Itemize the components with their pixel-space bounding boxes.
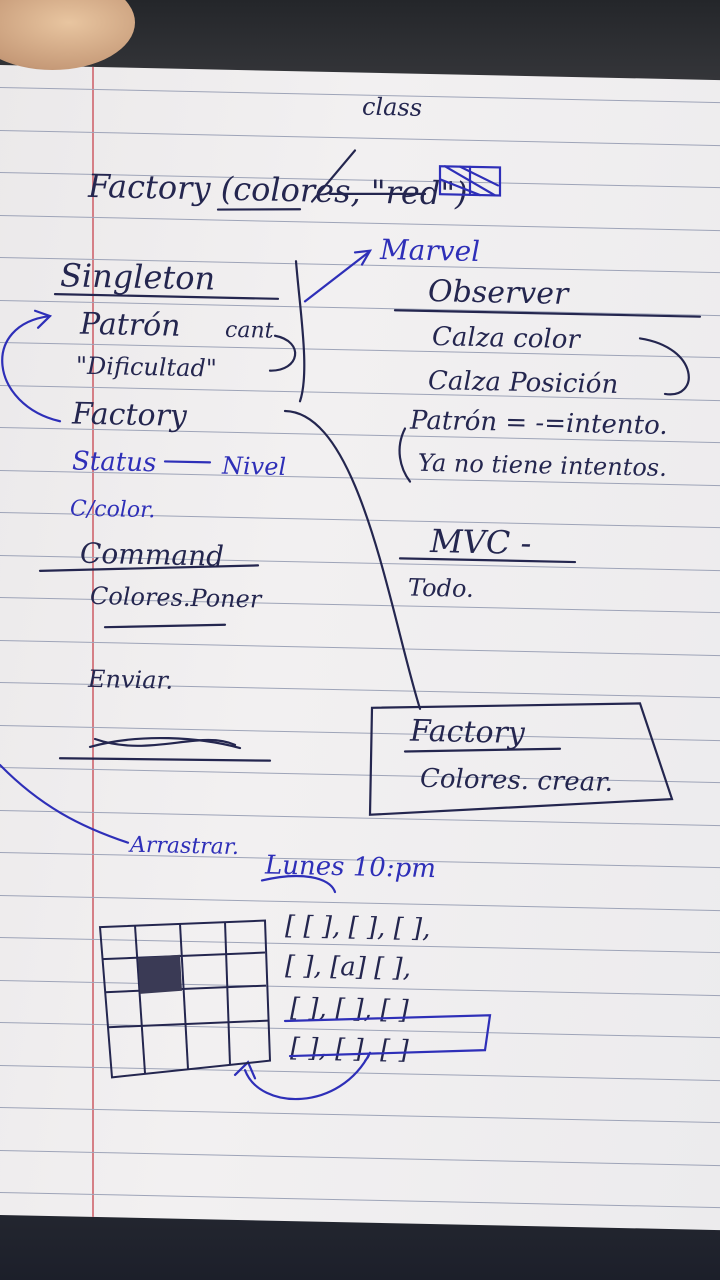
underline-colores — [216, 208, 302, 211]
mvc-underline — [398, 557, 577, 564]
factory-box-border — [368, 702, 674, 816]
grid-line-v3 — [224, 921, 231, 1065]
calza-connector — [638, 337, 690, 396]
notebook-page: Factory (colores, "red") class Singleton… — [0, 65, 720, 1231]
grid-line-h2 — [104, 984, 267, 994]
factory-box-title-underline — [403, 747, 562, 753]
cant-curl — [268, 334, 297, 372]
red-strike — [328, 192, 427, 196]
grid-line-h3 — [107, 1019, 269, 1029]
grid-shaded-cell — [138, 954, 182, 994]
grid-sketch — [98, 919, 272, 1079]
grid-return-arrow — [243, 1051, 372, 1101]
singleton-underline — [53, 293, 280, 300]
grid-line-v1 — [134, 925, 146, 1074]
marvel-arrow — [303, 251, 370, 303]
factory-to-box-line — [283, 409, 422, 710]
grid-border — [98, 919, 272, 1079]
left-loop-arrowhead — [33, 309, 53, 329]
grid-line-h1 — [101, 951, 266, 961]
crossout-4 — [103, 623, 227, 629]
left-loop-arrow — [1, 314, 62, 423]
marvel-arrowhead — [353, 249, 373, 266]
crossout-2 — [58, 757, 272, 762]
hatch-lines — [438, 165, 500, 197]
ink-strokes — [0, 149, 702, 1101]
status-arrow — [163, 460, 212, 464]
grid-line-v2 — [179, 923, 189, 1069]
hatched-box — [438, 165, 502, 197]
bracket-frame — [283, 1014, 492, 1058]
command-underline — [38, 564, 260, 572]
lunes-arrow — [260, 874, 337, 894]
arrastrar-curve — [0, 763, 130, 844]
intento-bracket — [398, 427, 412, 483]
crossout-3 — [93, 737, 237, 747]
observer-underline — [393, 309, 702, 318]
divider-stroke — [294, 260, 306, 403]
class-pointer — [310, 149, 357, 203]
